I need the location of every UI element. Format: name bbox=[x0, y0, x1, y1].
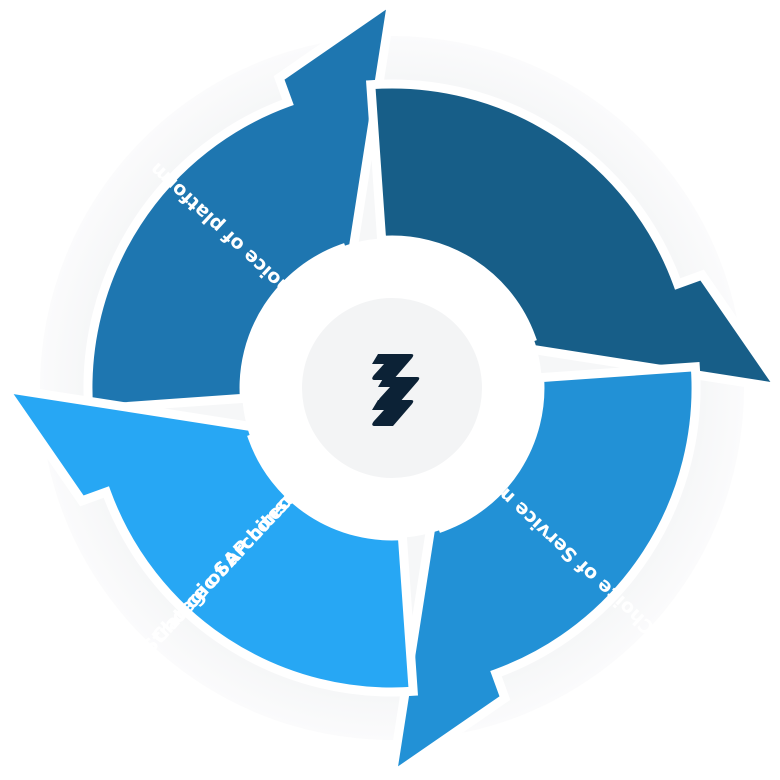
company-logo-icon bbox=[372, 354, 420, 426]
